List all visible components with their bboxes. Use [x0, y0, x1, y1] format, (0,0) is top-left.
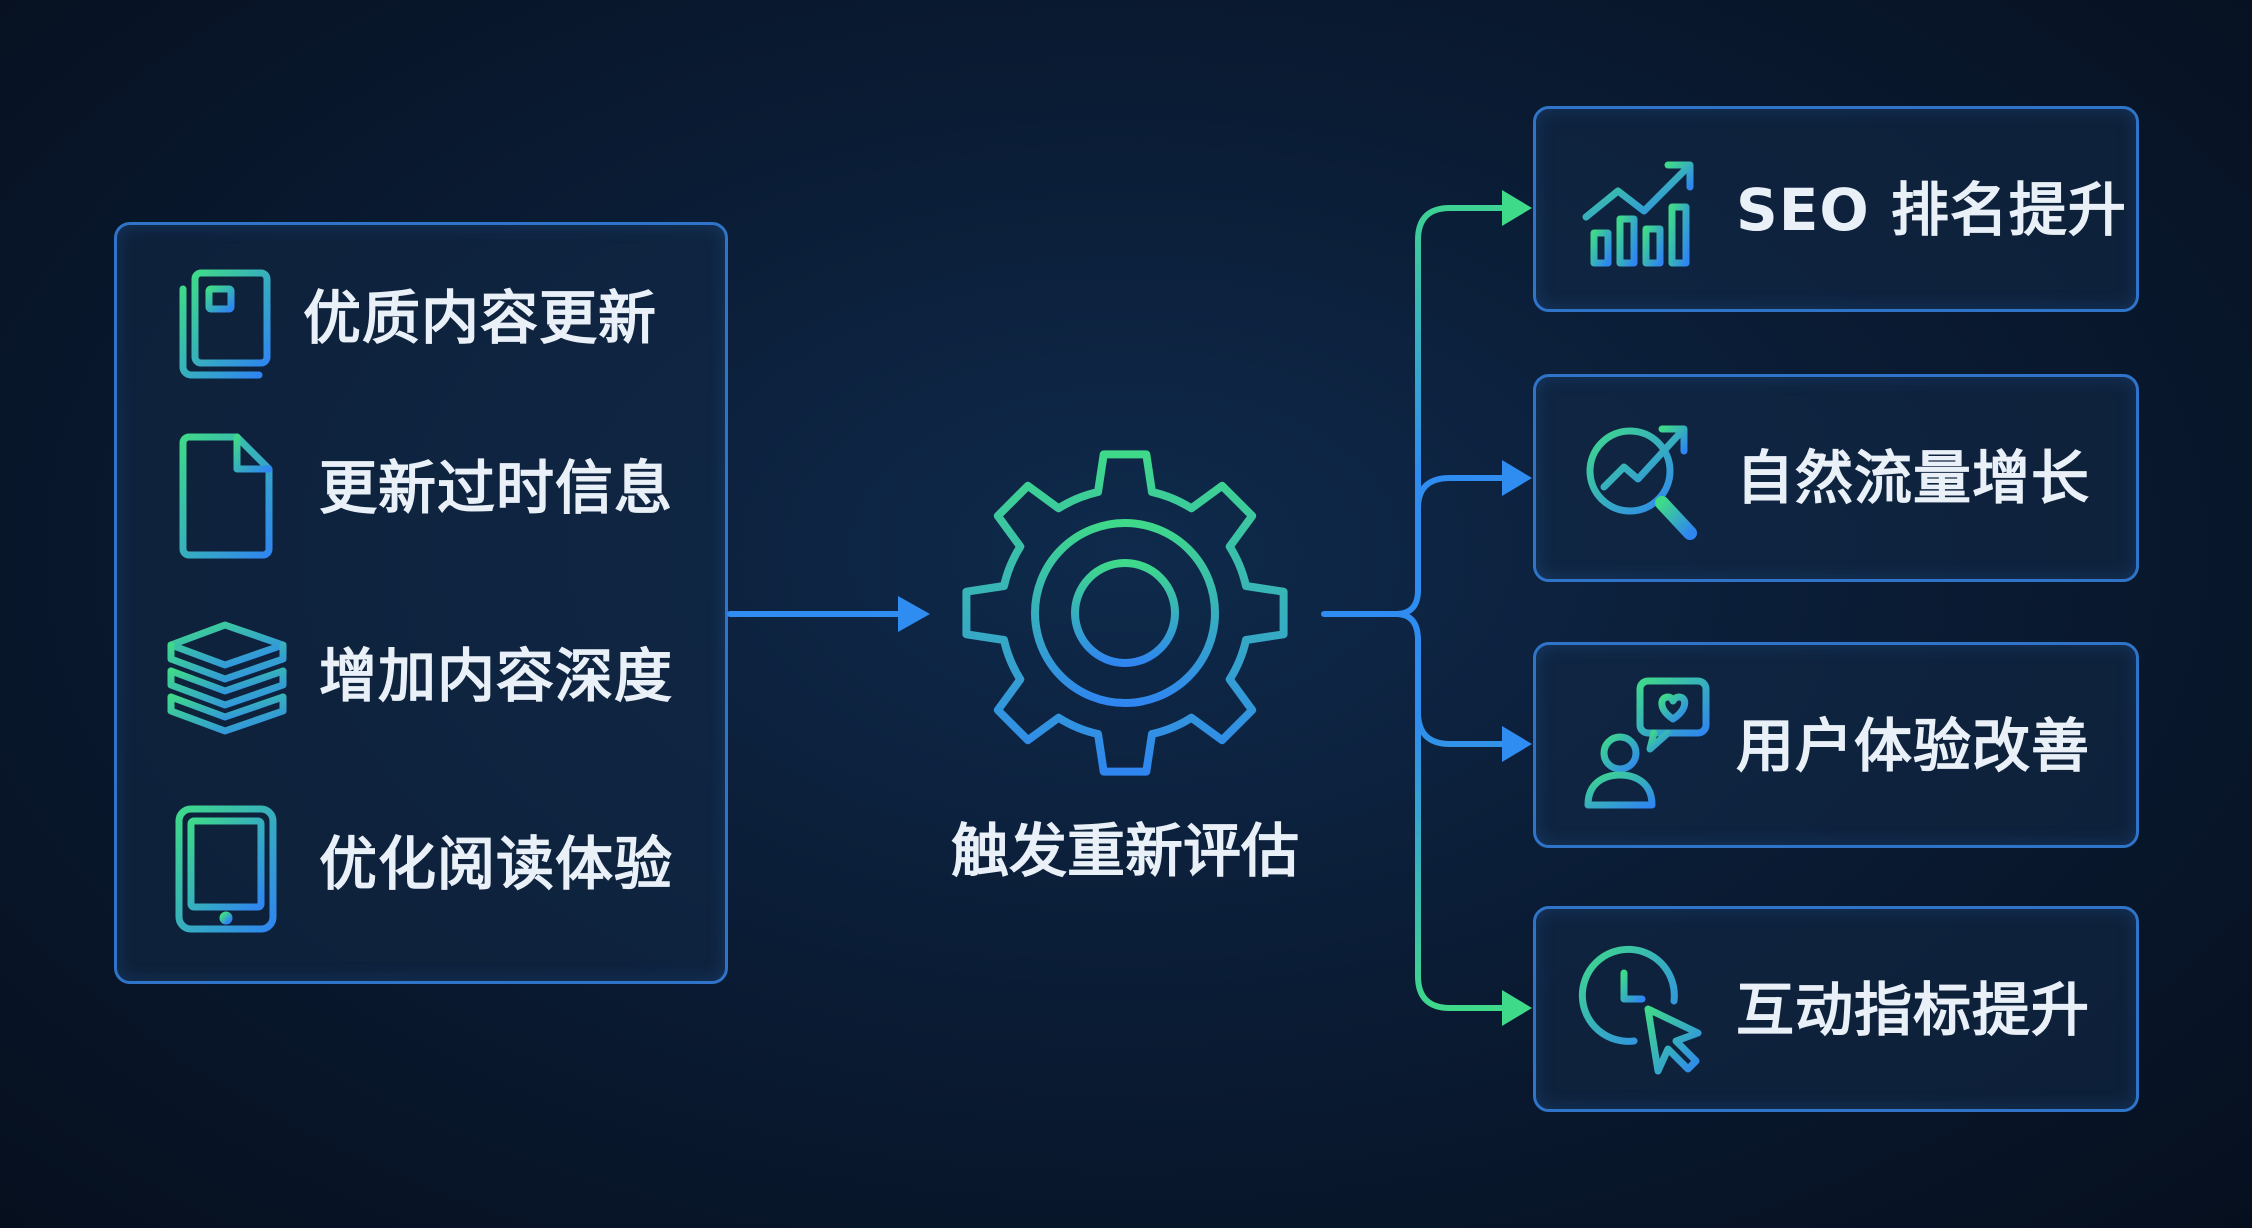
user-heart-chat-icon	[1584, 677, 1710, 809]
output-label-2: 自然流量增长	[1736, 444, 2091, 512]
input-label-4: 优化阅读体验	[319, 830, 674, 898]
output-box-3: 用户体验改善	[1533, 642, 2139, 848]
arrowhead-1	[1502, 190, 1532, 226]
bar-chart-growth-icon	[1578, 161, 1706, 269]
input-label-2: 更新过时信息	[319, 454, 674, 522]
arrowhead-2	[1502, 460, 1532, 496]
arrowhead-4	[1502, 990, 1532, 1026]
stacked-books-icon	[167, 621, 287, 735]
output-branch	[1321, 205, 1513, 1011]
input-arrow	[727, 596, 930, 632]
inputs-panel: 优质内容更新 更新过时信息 增加内容深度 优化阅读体验	[114, 222, 728, 984]
output-box-1: SEO 排名提升	[1533, 106, 2139, 312]
magnifier-trend-icon	[1586, 425, 1697, 540]
output-label-1: SEO 排名提升	[1736, 176, 2127, 244]
arrowhead-3	[1502, 726, 1532, 762]
center-label: 触发重新评估	[950, 817, 1299, 885]
tablet-icon	[175, 805, 277, 933]
input-label-3: 增加内容深度	[319, 642, 674, 710]
output-label-4: 互动指标提升	[1736, 976, 2091, 1044]
document-icon	[179, 433, 273, 559]
clock-cursor-icon	[1578, 945, 1702, 1075]
gear-icon	[962, 450, 1288, 776]
output-label-3: 用户体验改善	[1736, 712, 2091, 780]
newspaper-icon	[179, 269, 271, 379]
output-box-4: 互动指标提升	[1533, 906, 2139, 1112]
output-box-2: 自然流量增长	[1533, 374, 2139, 582]
input-label-1: 优质内容更新	[303, 284, 658, 352]
